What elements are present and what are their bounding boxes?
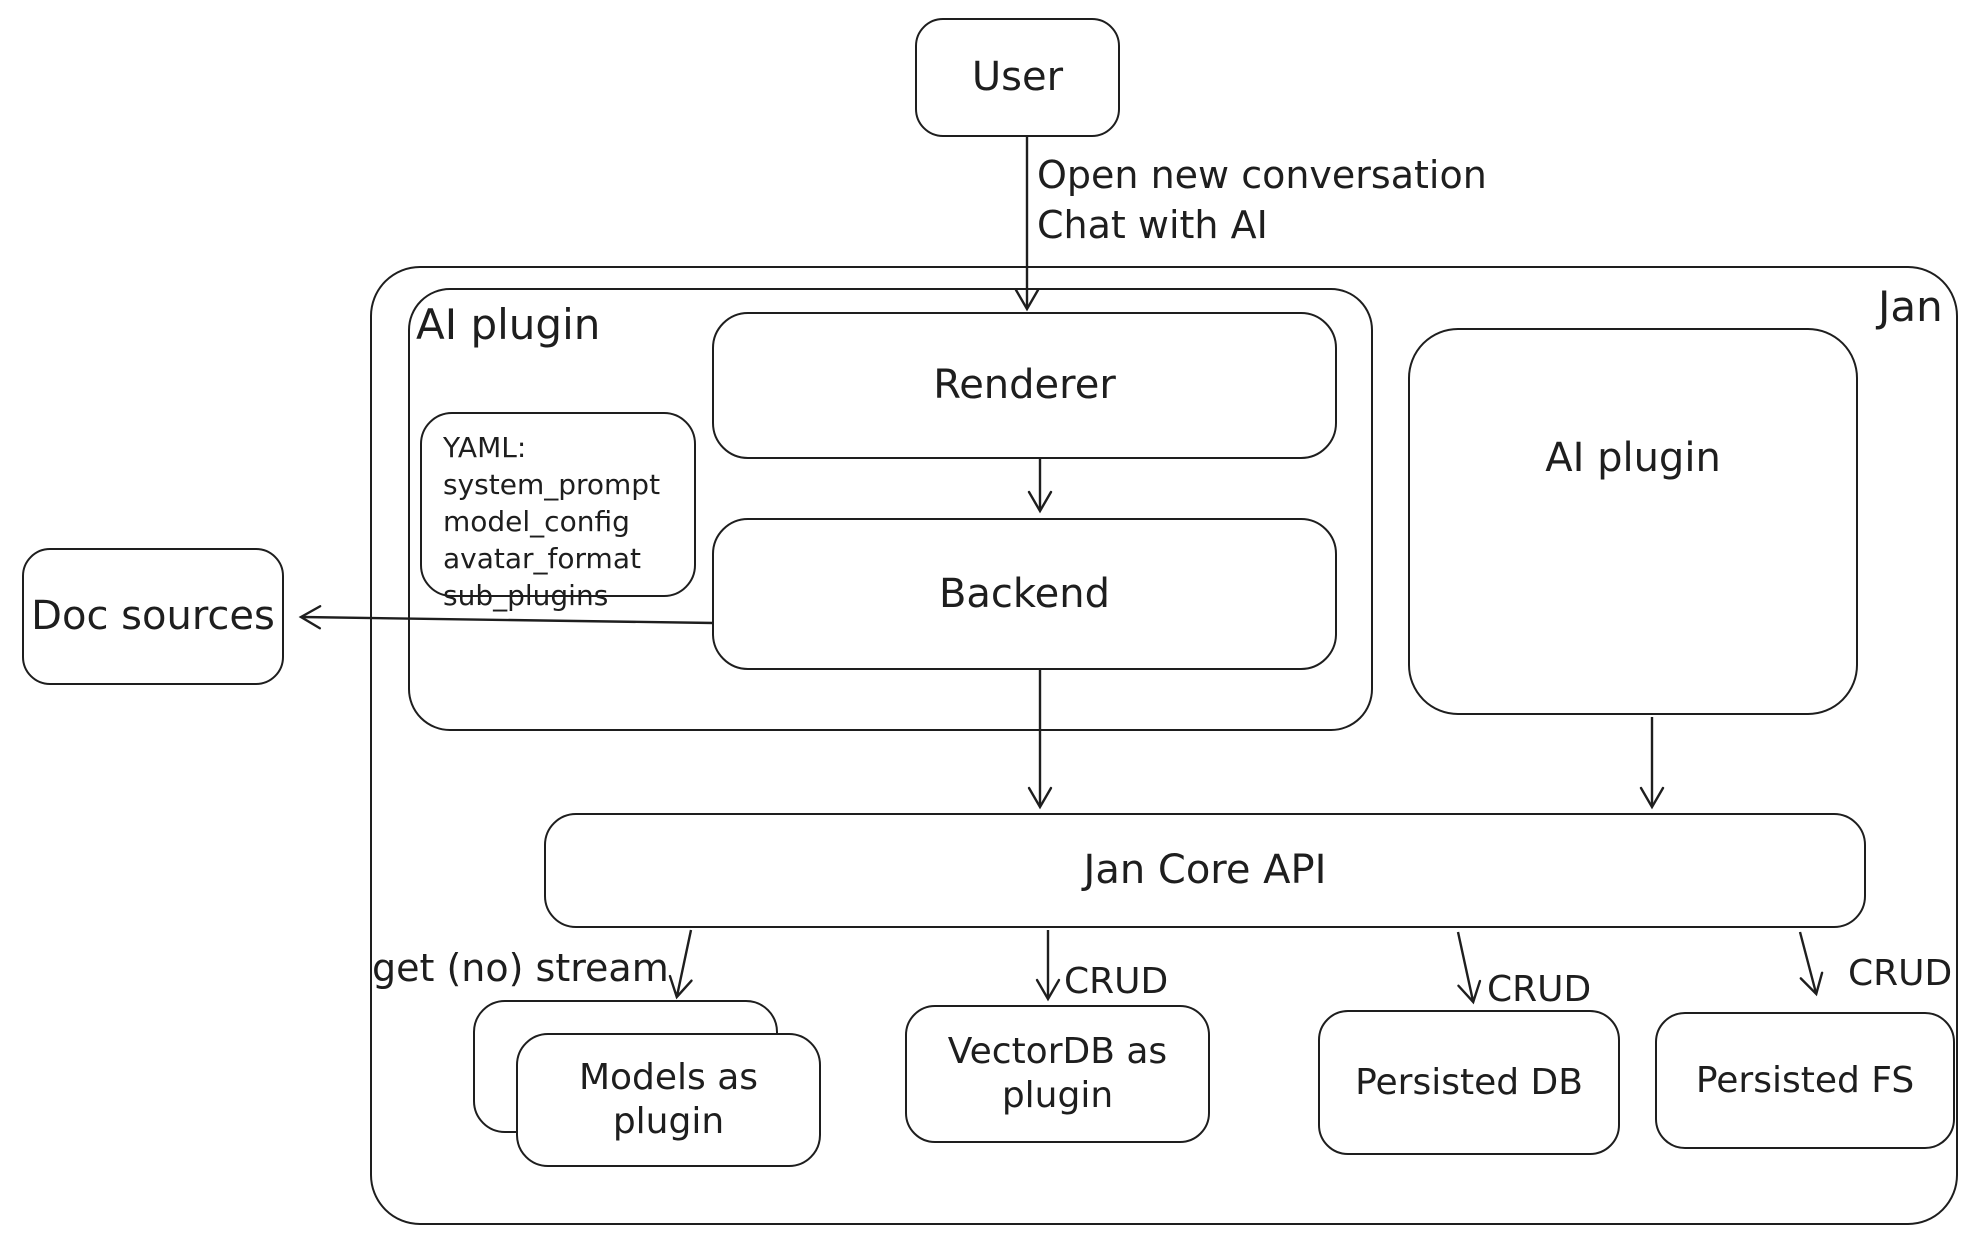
ai-plugin-box-label: AI plugin (1545, 435, 1721, 481)
edge-label-open-conversation: Open new conversation Chat with AI (1037, 150, 1487, 250)
backend-label: Backend (938, 570, 1111, 617)
ai-plugin-container-label: AI plugin (416, 300, 601, 349)
user-label: User (971, 54, 1064, 101)
jan-container (370, 266, 1958, 1225)
ai-plugin-box: AI plugin (1408, 328, 1858, 715)
ai-plugin-container (408, 288, 1373, 731)
vectordb-plugin-box: VectorDB as plugin (905, 1005, 1210, 1143)
jan-core-api-box: Jan Core API (544, 813, 1866, 928)
persisted-db-label: Persisted DB (1355, 1061, 1583, 1103)
jan-core-api-label: Jan Core API (1083, 847, 1327, 894)
doc-sources-label: Doc sources (31, 593, 275, 640)
persisted-db-box: Persisted DB (1318, 1010, 1620, 1155)
edge-label-get-no-stream: get (no) stream (372, 946, 669, 990)
edge-label-crud-persisted-db: CRUD (1487, 969, 1592, 1010)
edge-label-open-conversation-line1: Open new conversation (1037, 153, 1487, 197)
backend-box: Backend (712, 518, 1337, 670)
edge-label-open-conversation-line2: Chat with AI (1037, 203, 1268, 248)
persisted-fs-label: Persisted FS (1695, 1059, 1915, 1101)
models-plugin-label: Models as plugin (578, 1057, 759, 1142)
edge-label-crud-vectordb: CRUD (1064, 961, 1169, 1002)
renderer-label: Renderer (933, 362, 1116, 409)
persisted-fs-box: Persisted FS (1655, 1012, 1955, 1149)
yaml-note-box: YAML: system_prompt model_config avatar_… (420, 412, 696, 612)
jan-container-label: Jan (1878, 282, 1943, 331)
models-plugin-box: Models as plugin (516, 1033, 821, 1167)
yaml-note-text: YAML: system_prompt model_config avatar_… (443, 431, 661, 612)
renderer-box: Renderer (712, 312, 1337, 459)
user-box: User (915, 18, 1120, 137)
edge-label-crud-persisted-fs: CRUD (1848, 953, 1953, 994)
vectordb-plugin-label: VectorDB as plugin (947, 1031, 1168, 1116)
doc-sources-box: Doc sources (22, 548, 284, 685)
